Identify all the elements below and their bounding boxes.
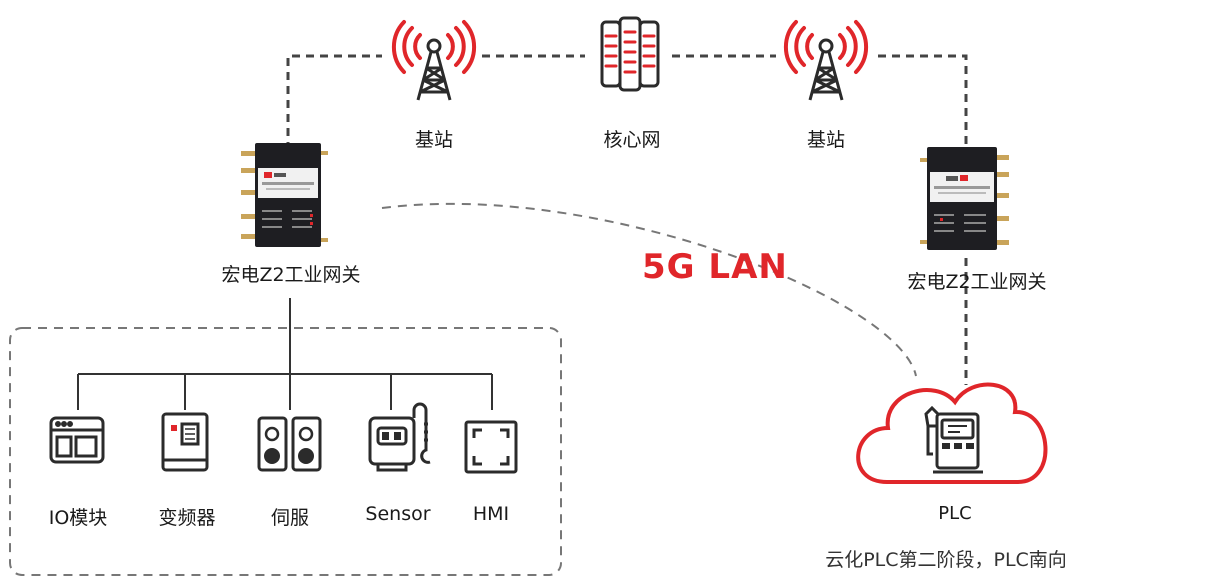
gateway-right-label: 宏电Z2工业网关 xyxy=(907,267,1046,294)
io-module-icon xyxy=(51,418,103,462)
device-label-sensor: Sensor xyxy=(365,503,430,525)
hmi-icon xyxy=(466,422,516,472)
device-label-hmi: HMI xyxy=(473,503,509,525)
field-bus-lines xyxy=(78,298,492,410)
cloud-plc-icon xyxy=(858,385,1045,482)
base-station-right-icon xyxy=(786,22,866,100)
link-base-station-right-to-gateway xyxy=(878,56,966,148)
core-network-icon xyxy=(602,18,658,90)
lan-label: 5G LAN xyxy=(642,247,788,287)
inverter-icon xyxy=(163,414,207,470)
footnote-caption: 云化PLC第二阶段，PLC南向 xyxy=(825,545,1067,572)
base-station-left-label: 基站 xyxy=(415,125,453,152)
device-label-io-module: IO模块 xyxy=(49,503,108,530)
servo-icon xyxy=(259,418,320,470)
device-label-inverter: 变频器 xyxy=(158,503,215,530)
lan-virtual-link xyxy=(382,204,916,376)
gateway-left-label: 宏电Z2工业网关 xyxy=(221,260,360,287)
link-gateway-left-to-base-station xyxy=(288,56,382,150)
device-label-servo: 伺服 xyxy=(271,503,309,530)
core-network-label: 核心网 xyxy=(603,125,660,152)
sensor-icon xyxy=(370,404,430,470)
base-station-right-label: 基站 xyxy=(807,125,845,152)
gateway-right-device xyxy=(920,147,1009,250)
plc-label: PLC xyxy=(938,503,971,524)
gateway-left-device xyxy=(241,143,328,247)
backbone-links xyxy=(288,56,966,385)
base-station-left-icon xyxy=(394,22,474,100)
